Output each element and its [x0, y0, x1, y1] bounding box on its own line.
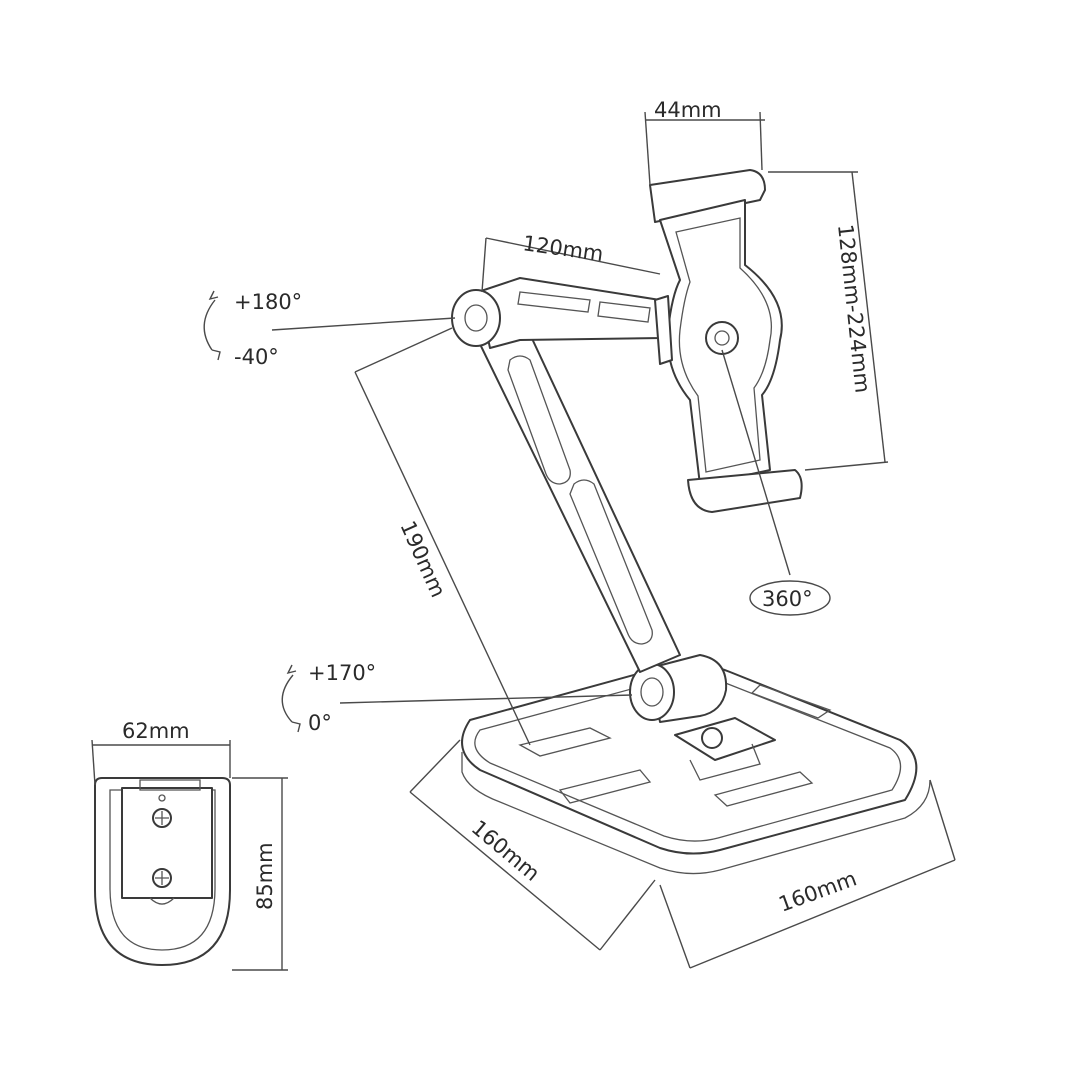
main-arm: [477, 329, 681, 673]
tablet-holder: [649, 169, 803, 513]
lower-rotation-negative-label: 0°: [308, 711, 332, 735]
plate-height-label: 85mm: [253, 842, 277, 910]
lower-joint: [629, 654, 728, 723]
dimension-lines: [91, 111, 956, 971]
holder-depth-label: 44mm: [654, 98, 722, 122]
arm-length-label: 120mm: [521, 231, 605, 266]
wall-plate: [94, 777, 231, 966]
base-depth-label: 160mm: [467, 815, 544, 885]
base: [461, 662, 931, 875]
plate-width-label: 62mm: [122, 719, 190, 743]
upper-rotation-positive-label: +180°: [234, 290, 302, 314]
upper-rotation-negative-label: -40°: [234, 345, 279, 369]
upper-arm: [451, 277, 663, 349]
clamp-range-label: 128mm-224mm: [833, 223, 875, 394]
lower-rotation-positive-label: +170°: [308, 661, 376, 685]
base-width-label: 160mm: [776, 866, 860, 916]
holder-rotation-label: 360°: [762, 587, 813, 611]
